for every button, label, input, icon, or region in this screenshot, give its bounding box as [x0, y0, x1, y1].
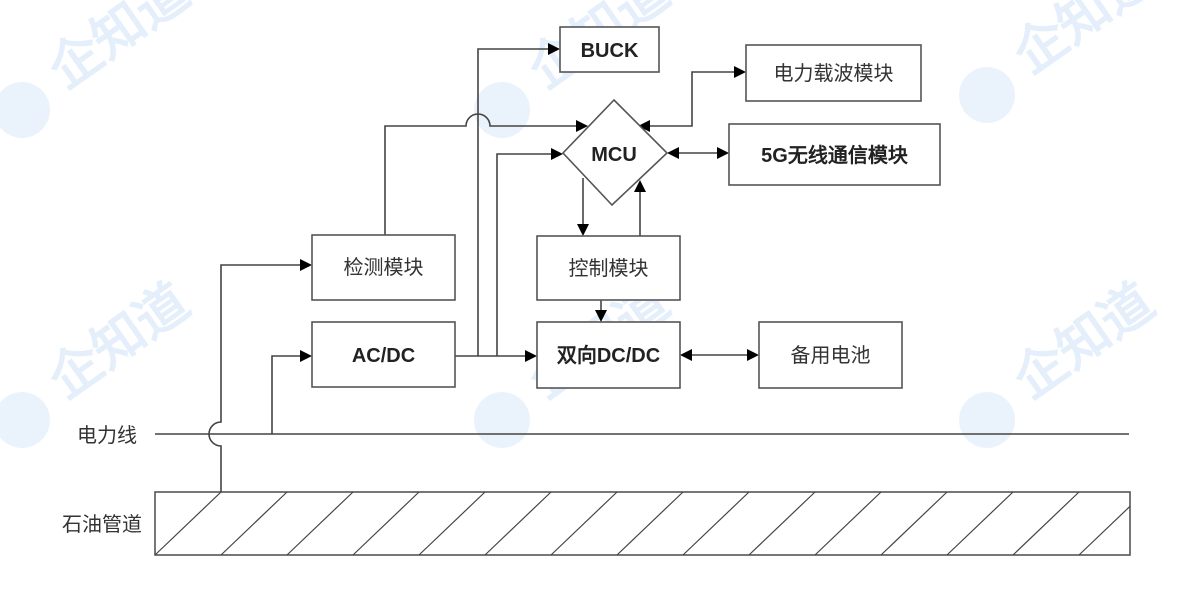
watermark: 企知道	[0, 0, 200, 138]
detection-box	[311, 234, 456, 301]
node-buck: BUCK	[559, 26, 660, 73]
arrow-up-icon	[634, 180, 646, 192]
watermark: 企知道	[959, 0, 1165, 123]
watermark-text: 企知道	[1003, 0, 1165, 86]
wire-acdc-to-mcu	[496, 153, 554, 356]
hatch-line	[616, 491, 684, 556]
node-5g-module: 5G无线通信模块	[728, 123, 941, 186]
hatch-line	[550, 491, 618, 556]
hatch-line	[1078, 505, 1131, 556]
hatch-line	[880, 491, 948, 556]
buck-label: BUCK	[581, 40, 639, 62]
battery-box	[758, 321, 903, 389]
hatch-line	[946, 491, 1014, 556]
arrow-right-icon	[300, 259, 312, 271]
node-control: 控制模块	[536, 235, 681, 301]
battery-label: 备用电池	[791, 343, 871, 367]
watermark-logo-icon	[0, 82, 50, 138]
watermark-logo-icon	[474, 82, 530, 138]
control-label: 控制模块	[569, 256, 649, 280]
arrow-left-icon	[638, 120, 650, 132]
acdc-label: AC/DC	[352, 345, 415, 367]
plc-module-box	[745, 44, 922, 102]
hatch-line	[748, 491, 816, 556]
acdc-box	[311, 321, 456, 388]
hatch-line	[682, 491, 750, 556]
wire-detection-to-mcu	[384, 113, 578, 235]
hatch-line	[220, 491, 288, 556]
wires	[208, 48, 750, 492]
control-box	[536, 235, 681, 301]
wire-acdc-to-buck	[477, 48, 551, 356]
dcdc-label: 双向DC/DC	[557, 343, 660, 367]
dcdc-box	[536, 321, 681, 389]
detection-label: 检测模块	[344, 255, 424, 279]
node-backup-battery: 备用电池	[758, 321, 903, 389]
wire-mcu-to-plc	[648, 71, 737, 127]
arrowheads	[300, 43, 759, 362]
arrow-down-icon	[577, 224, 589, 236]
oil-pipeline	[154, 491, 1131, 556]
watermark-logo-icon	[0, 392, 50, 448]
hatch-line	[352, 491, 420, 556]
arrow-left-icon	[680, 349, 692, 361]
arrow-right-icon	[525, 350, 537, 362]
watermark-logo-icon	[959, 392, 1015, 448]
oil-pipeline-body	[154, 491, 1131, 556]
oil-pipeline-hatching	[154, 491, 1131, 556]
arrow-right-icon	[548, 43, 560, 55]
wire-pipeline-to-detection	[208, 264, 303, 492]
watermark-text: 企知道	[38, 272, 200, 411]
node-bidirectional-dcdc: 双向DC/DC	[536, 321, 681, 389]
watermark: 企知道	[959, 272, 1165, 448]
mcu-diamond	[561, 98, 669, 207]
arrow-right-icon	[300, 350, 312, 362]
wireless-5g-box	[728, 123, 941, 186]
arrow-left-icon	[667, 147, 679, 159]
hatch-line	[484, 491, 552, 556]
watermark: 企知道	[0, 272, 200, 448]
plc-module-label: 电力载波模块	[774, 61, 894, 85]
wireless-5g-label: 5G无线通信模块	[761, 143, 909, 167]
hatch-line	[154, 491, 222, 556]
watermark-text: 企知道	[1003, 272, 1165, 411]
node-detection: 检测模块	[311, 234, 456, 301]
arrow-right-icon	[576, 120, 588, 132]
mcu-label: MCU	[591, 144, 637, 166]
arrow-right-icon	[734, 66, 746, 78]
node-mcu: MCU	[561, 98, 669, 207]
watermark-text: 企知道	[38, 0, 200, 101]
arrow-down-icon	[595, 310, 607, 322]
node-plc-module: 电力载波模块	[745, 44, 922, 102]
hatch-line	[418, 491, 486, 556]
oil-pipeline-label: 石油管道	[62, 512, 142, 536]
hatch-line	[814, 491, 882, 556]
buck-box	[559, 26, 660, 73]
wire-powerline-to-acdc	[271, 355, 303, 434]
power-line-label: 电力线	[77, 423, 137, 447]
hatch-line	[1012, 491, 1080, 556]
hatch-line	[286, 491, 354, 556]
watermark-logo-icon	[474, 392, 530, 448]
arrow-right-icon	[551, 148, 563, 160]
node-acdc: AC/DC	[311, 321, 456, 388]
arrow-right-icon	[717, 147, 729, 159]
watermark-logo-icon	[959, 67, 1015, 123]
arrow-right-icon	[747, 349, 759, 361]
